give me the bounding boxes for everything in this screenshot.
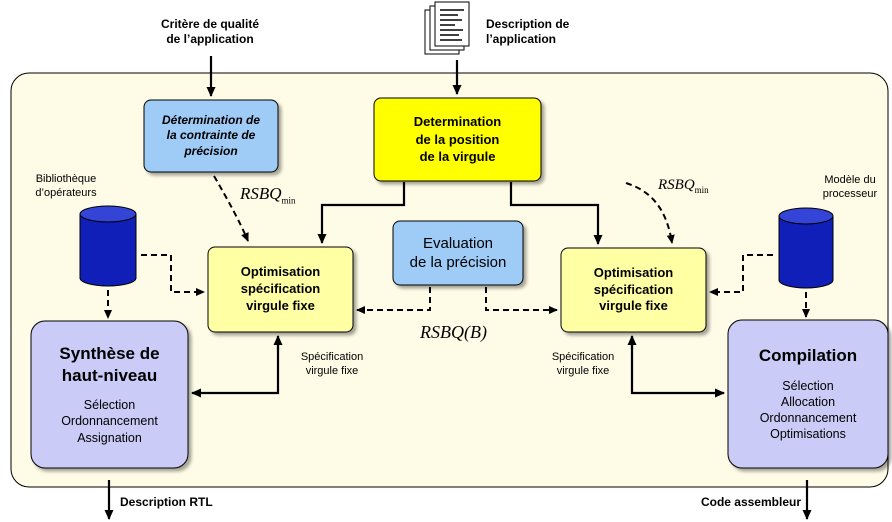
rsbq-min-left: RSBQmin [240,184,296,206]
rsbq-min-right: RSBQmin [658,177,709,195]
app-description-label: Description de l’application [486,17,570,46]
compilation-box: Compilation Sélection Allocation Ordonna… [728,320,888,468]
synthesis-item: Assignation [77,430,142,445]
constraint-box-shape [143,99,279,173]
rtl-output-label: Description RTL [120,495,213,509]
compilation-item: Allocation [780,394,836,409]
synthesis-box-shape [30,320,189,469]
processor-model-label: Modèle du processeur [822,174,878,200]
operator-library-label: Bibliothèque d’opérateurs [35,173,97,199]
optimisation-right-box: Optimisation spécification virgule fixe [593,264,674,314]
synthesis-item: Ordonnancement [61,414,158,429]
evaluation-box-shape [392,220,524,286]
assembler-output-label: Code assembleur [700,495,801,509]
dashed-connectors [104,175,810,319]
operator-library-cylinder [79,205,137,287]
document-stack-icon [424,1,470,55]
rsbq-b-label: RSBQ(B) [420,322,487,342]
compilation-title: Compilation [758,346,858,366]
constraint-determination-box: Détermination de la contrainte de précis… [161,112,260,158]
synthesis-item: Sélection [83,398,136,413]
optimisation-left-box: Optimisation spécification virgule fixe [240,264,321,313]
position-determination-box: Determination de la position de la virgu… [413,114,502,165]
position-box-shape [373,97,542,182]
compilation-item: Optimisations [770,427,846,442]
compilation-item: Ordonnancement [759,411,857,426]
solid-connectors [104,56,812,520]
compilation-box-shape [727,319,889,469]
precision-evaluation-box: Evaluation de la précision [409,234,507,272]
spec-left-label: Spécification virgule fixe [300,351,364,377]
synthesis-title: Synthèse de haut-niveau [59,344,160,386]
opt-right-box-shape [560,247,707,333]
spec-right-label: Spécification virgule fixe [551,351,615,377]
quality-criterion-label: Critère de qualité de l’application [160,17,260,46]
opt-left-box-shape [207,246,354,333]
compilation-item: Sélection [782,378,834,393]
processor-model-cylinder [778,207,834,289]
high-level-synthesis-box: Synthèse de haut-niveau Sélection Ordonn… [31,321,188,468]
